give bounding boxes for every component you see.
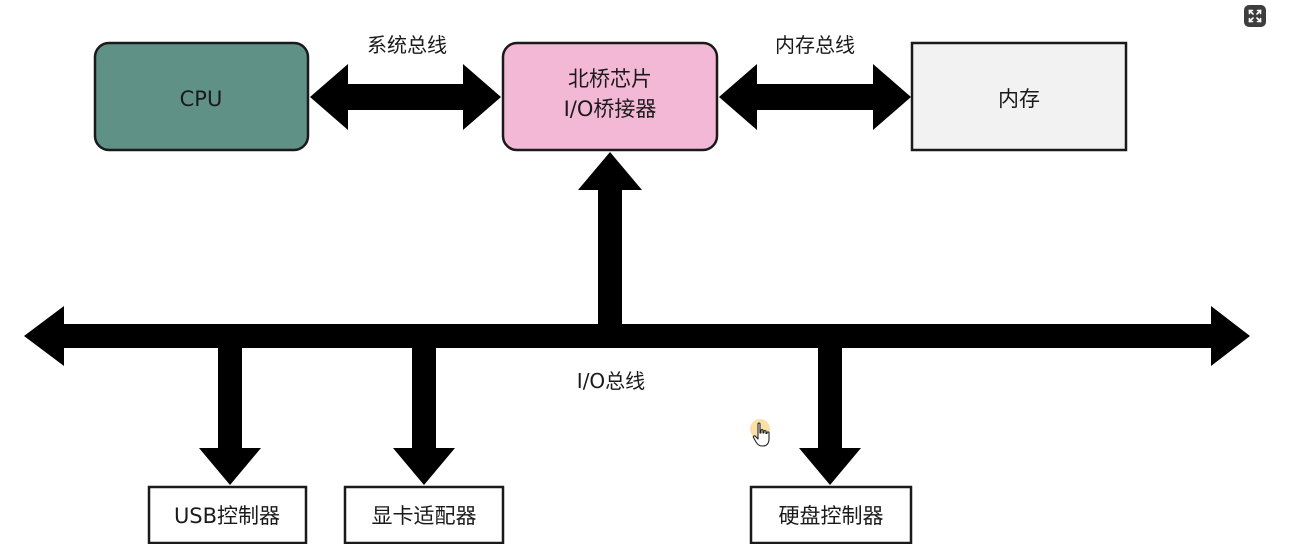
northbridge-label-line1: 北桥芯片	[568, 67, 652, 91]
system-bus-label: 系统总线	[367, 33, 447, 57]
gpu-adapter-label: 显卡适配器	[372, 504, 477, 528]
io-to-disk-arrow	[799, 348, 861, 485]
memory-label: 内存	[998, 87, 1040, 111]
usb-controller-label: USB控制器	[174, 504, 280, 528]
io-to-usb-arrow	[199, 348, 261, 485]
cpu-box	[93, 41, 310, 152]
disk-controller-box	[749, 485, 913, 544]
usb-controller-box	[147, 485, 308, 544]
cpu-label: CPU	[180, 87, 223, 111]
expand-icon	[1248, 9, 1262, 23]
system-bus-arrow	[310, 64, 501, 130]
io-bus-arrow	[24, 306, 1250, 366]
northbridge-node: 北桥芯片 I/O桥接器	[501, 41, 719, 152]
cpu-node: CPU	[93, 41, 310, 152]
disk-controller-node: 硬盘控制器	[749, 485, 913, 544]
expand-button[interactable]	[1244, 5, 1266, 27]
gpu-adapter-node: 显卡适配器	[343, 485, 505, 544]
usb-controller-node: USB控制器	[147, 485, 308, 544]
memory-node: 内存	[910, 41, 1128, 152]
io-bus-label: I/O总线	[577, 369, 645, 393]
memory-box	[910, 41, 1128, 152]
memory-bus-arrow	[719, 64, 911, 130]
gpu-adapter-box	[343, 485, 505, 544]
io-to-northbridge-arrow	[578, 152, 642, 325]
disk-controller-label: 硬盘控制器	[779, 504, 884, 528]
memory-bus-label: 内存总线	[775, 33, 855, 57]
io-to-gpu-arrow	[393, 348, 455, 485]
northbridge-box	[501, 41, 719, 152]
northbridge-label-line2: I/O桥接器	[564, 97, 657, 121]
